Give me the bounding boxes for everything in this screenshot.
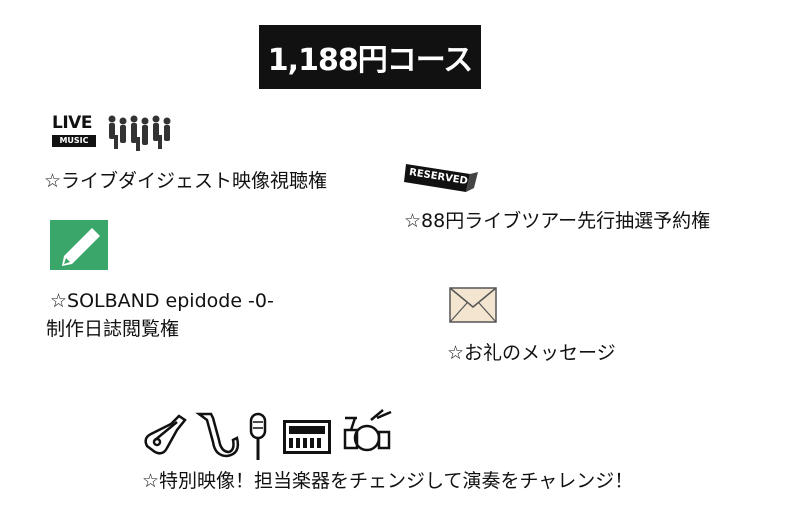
tour-reservation-label: ☆88円ライブツアー先行抽選予約権 [404, 210, 711, 232]
pencil-note-icon [50, 220, 108, 270]
music-logo-text: MUSIC [52, 135, 96, 147]
guitar-icon [144, 414, 187, 455]
special-video-label: ☆特別映像！担当楽器をチェンジして演奏をチャレンジ！ [142, 470, 634, 492]
envelope-icon [449, 287, 497, 323]
microphone-icon [249, 412, 267, 460]
diary-label-line2: 制作日誌閲覧権 [46, 318, 180, 340]
reserved-ticket-icon [404, 164, 478, 192]
live-digest-label: ☆ライブダイジェスト映像視聴権 [44, 170, 328, 192]
keyboard-icon [283, 420, 331, 454]
crowd-icon [108, 115, 171, 151]
diary-label-line1: ☆SOLBAND epidode -0- [50, 290, 274, 312]
drum-kit-icon [343, 409, 392, 452]
live-music-logo-icon: LIVE MUSIC [52, 115, 100, 151]
message-label: ☆お礼のメッセージ [447, 342, 616, 364]
course-title: 1,188円コース [259, 25, 481, 89]
live-logo-text: LIVE [52, 113, 92, 133]
saxophone-icon [195, 412, 240, 458]
